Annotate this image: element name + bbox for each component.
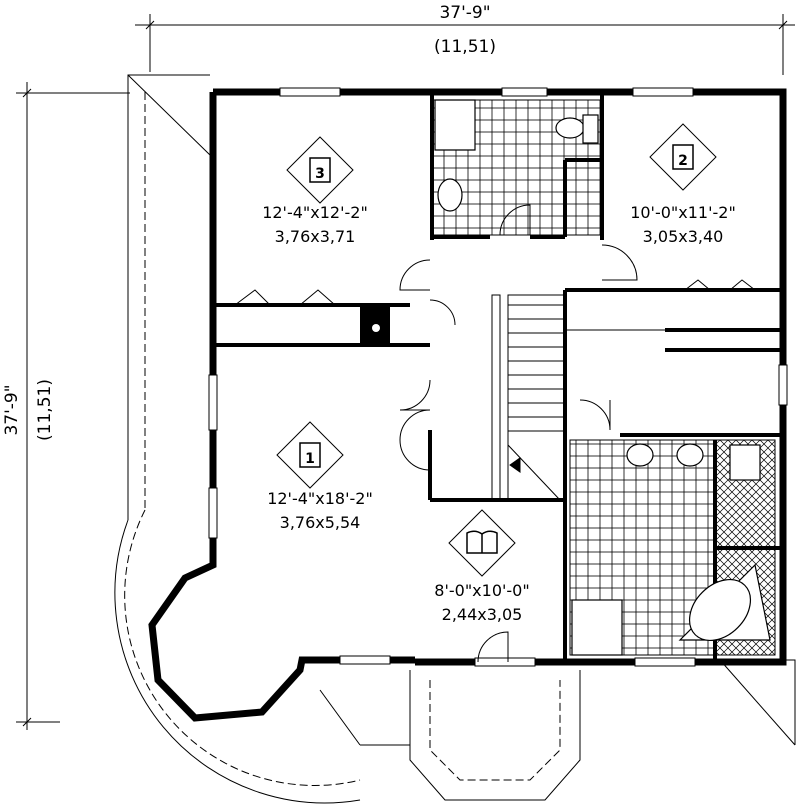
room-size-metric: 2,44x3,05 — [442, 605, 523, 624]
room-tag-2: 2 10'-0"x11'-2" 3,05x3,40 — [630, 123, 736, 246]
depth-metric-label: (11,51) — [35, 379, 55, 441]
width-imperial-label: 37'-9" — [439, 3, 490, 23]
room-size-imperial: 10'-0"x11'-2" — [630, 203, 736, 222]
bedroom-2-icon: 2 — [672, 144, 694, 170]
staircase — [491, 294, 566, 501]
room-tag-4: 8'-0"x10'-0" 2,44x3,05 — [434, 509, 530, 624]
depth-imperial-label: 37'-9" — [2, 384, 22, 435]
bedroom-3-icon: 3 — [309, 157, 331, 183]
room-number: 3 — [315, 166, 325, 182]
room-tag-1: 3 12'-4"x12'-2" 3,76x3,71 — [262, 136, 368, 246]
windows — [208, 87, 788, 667]
room-size-imperial: 12'-4"x18'-2" — [267, 489, 373, 508]
room-size-metric: 3,05x3,40 — [643, 227, 724, 246]
fixtures — [434, 99, 771, 656]
room-number: 2 — [678, 153, 688, 169]
doors — [234, 204, 756, 663]
roof-overhang — [114, 74, 796, 804]
width-dimension-line — [135, 14, 795, 75]
room-size-metric: 3,76x5,54 — [280, 513, 361, 532]
open-book-icon — [466, 530, 498, 554]
width-metric-label: (11,51) — [434, 37, 496, 57]
room-size-imperial: 8'-0"x10'-0" — [434, 581, 529, 600]
room-size-imperial: 12'-4"x12'-2" — [262, 203, 368, 222]
bedroom-1-icon: 1 — [299, 442, 321, 468]
chimney-flue — [372, 324, 380, 332]
room-tag-3: 1 12'-4"x18'-2" 3,76x5,54 — [267, 421, 373, 532]
depth-dimension-line — [16, 82, 130, 730]
room-size-metric: 3,76x3,71 — [275, 227, 356, 246]
room-number: 1 — [305, 451, 315, 467]
